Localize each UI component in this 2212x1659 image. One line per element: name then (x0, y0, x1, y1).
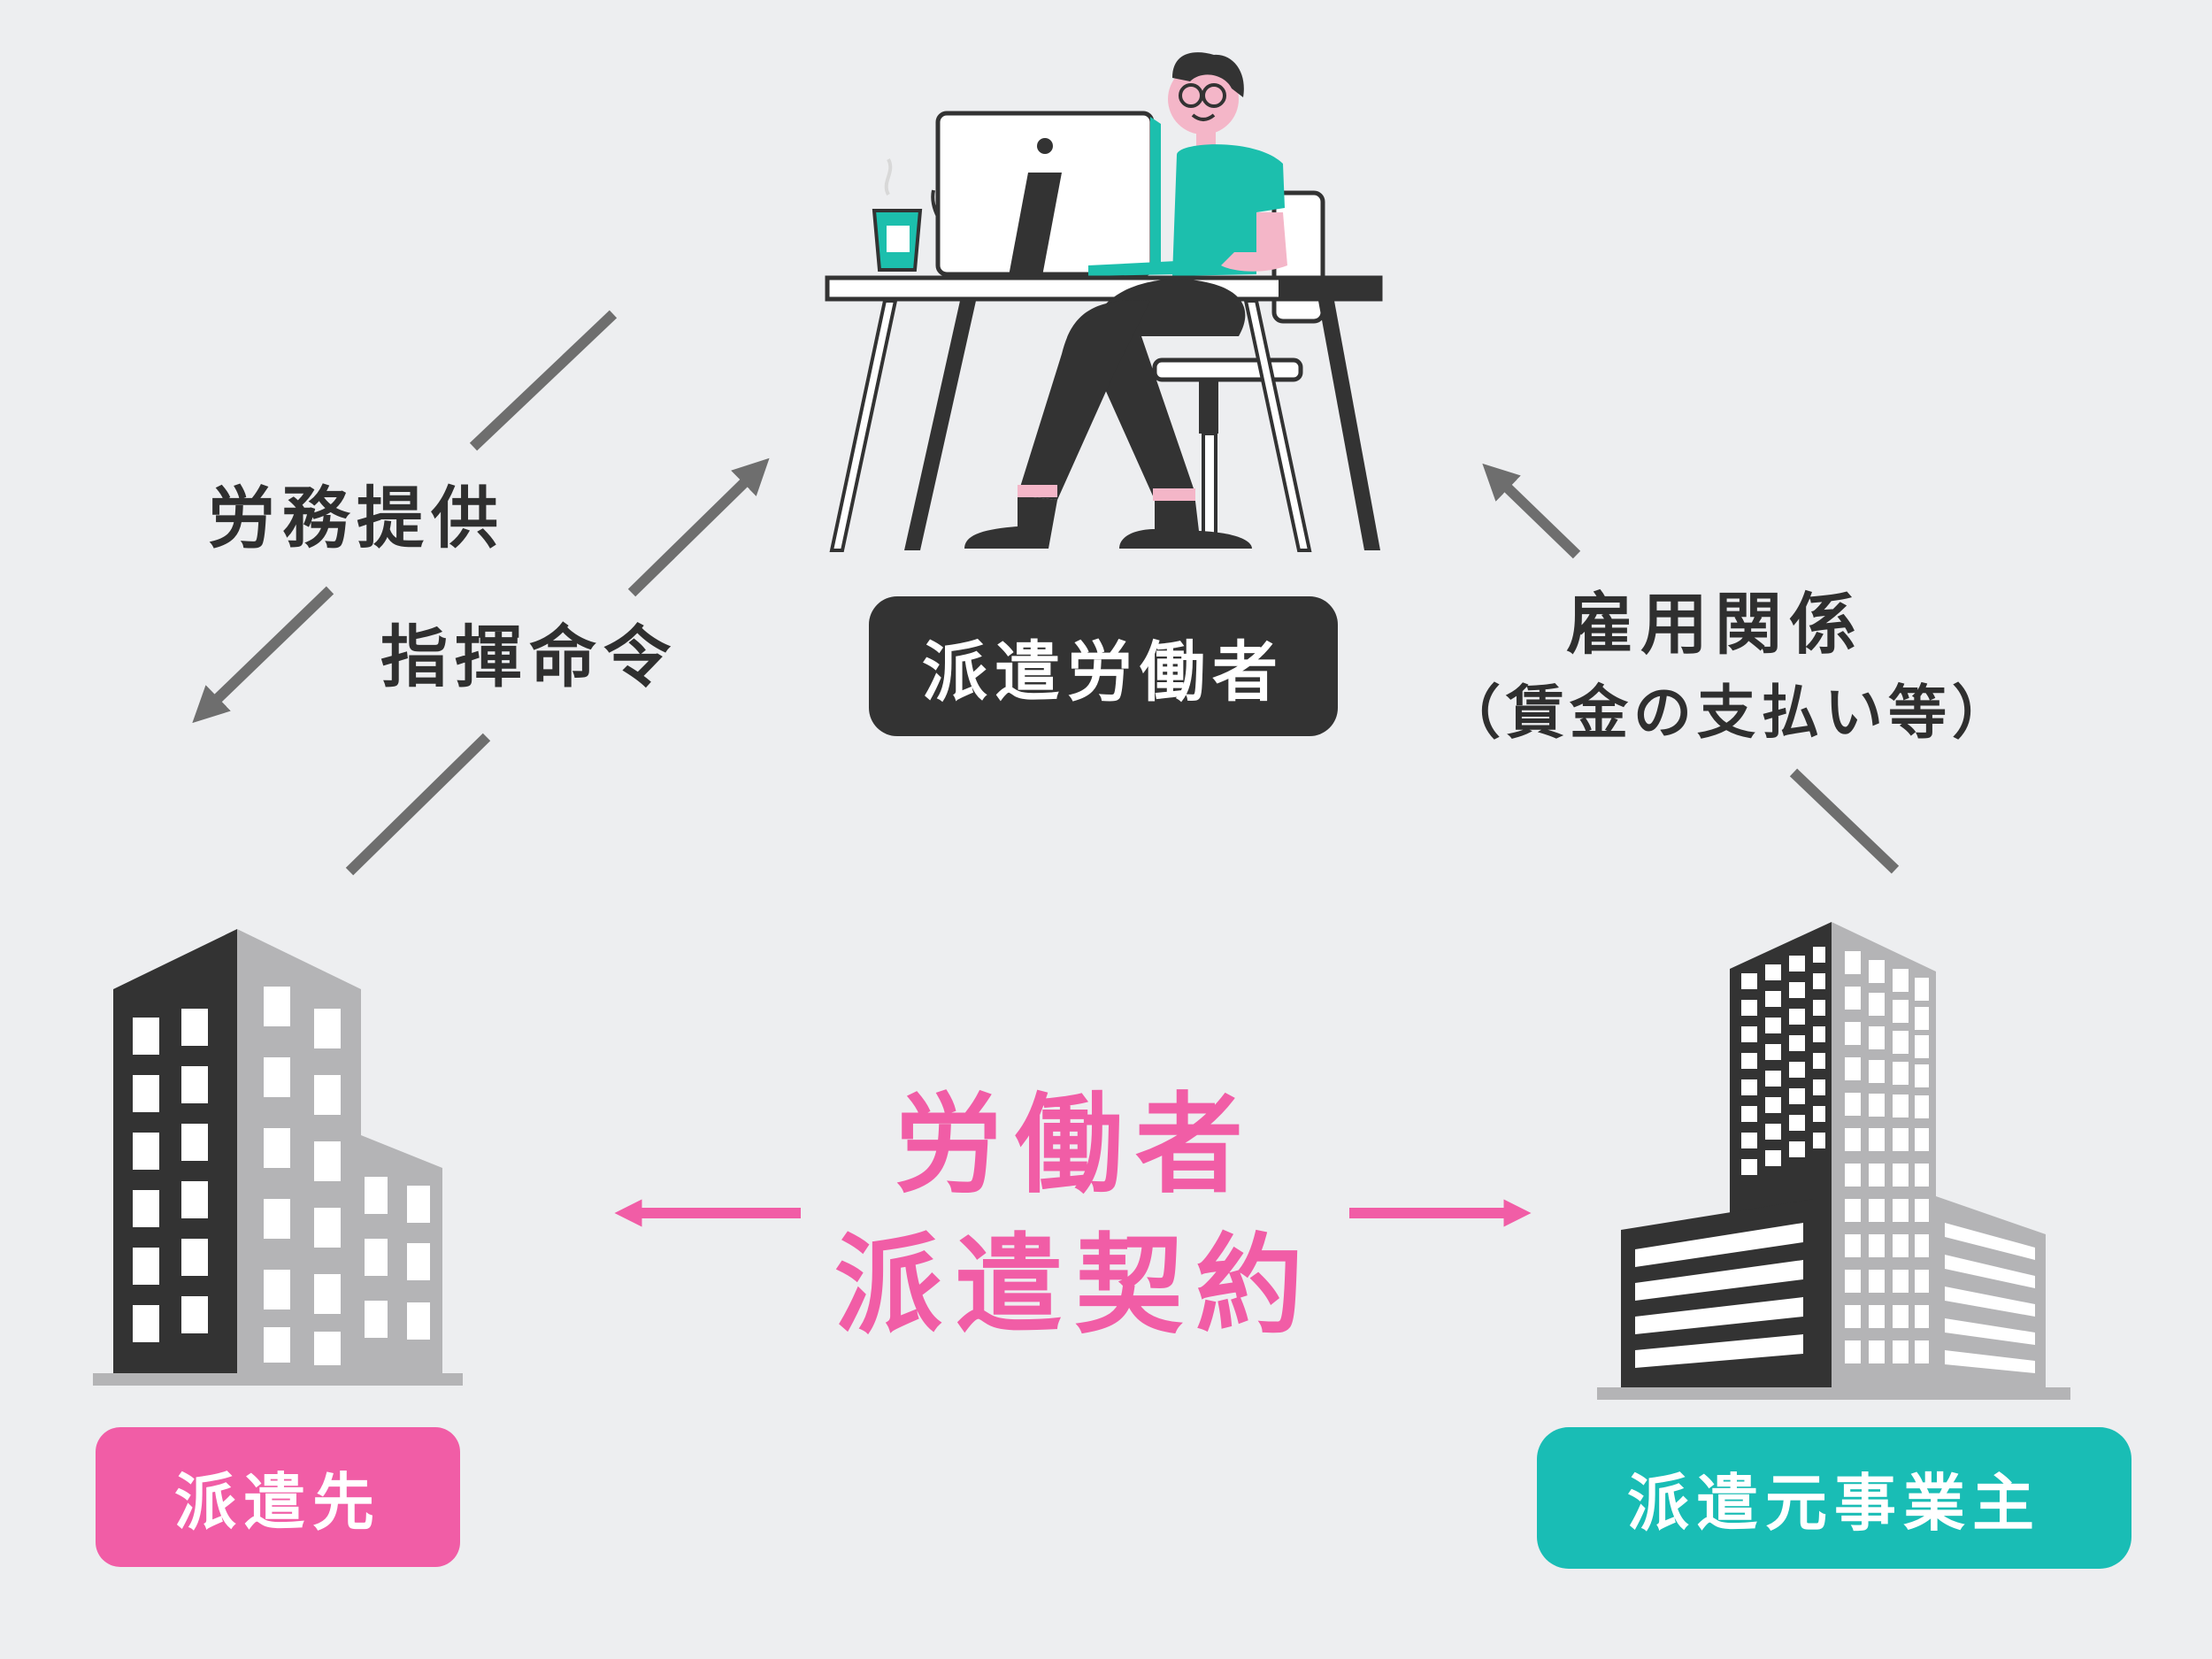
label-service-provision: 労務提供 (208, 479, 505, 557)
contract-label-line1: 労働者 (895, 1082, 1256, 1208)
label-wage-payment: （賃金の支払い等） (1442, 679, 2016, 747)
label-employment: 雇用関係 (1566, 585, 1863, 664)
node-dispatch-agency: 派遣元事業主 (1537, 1427, 2131, 1569)
node-dispatched-worker: 派遣労働者 (869, 596, 1338, 736)
worker-at-desk-illustration (825, 52, 1383, 552)
arrow-command (345, 457, 770, 876)
arrow-service-provision (192, 310, 618, 724)
label-command: 指揮命令 (380, 618, 678, 696)
contract-label-line2: 派遣契約 (834, 1222, 1316, 1348)
node-client-company: 派遣先 (96, 1427, 460, 1567)
contract-label: 労働者 派遣契約 (796, 1075, 1354, 1356)
agency-building-icon (1597, 922, 2070, 1400)
client-building-icon (93, 929, 463, 1386)
arrow-employment (1482, 463, 1900, 874)
